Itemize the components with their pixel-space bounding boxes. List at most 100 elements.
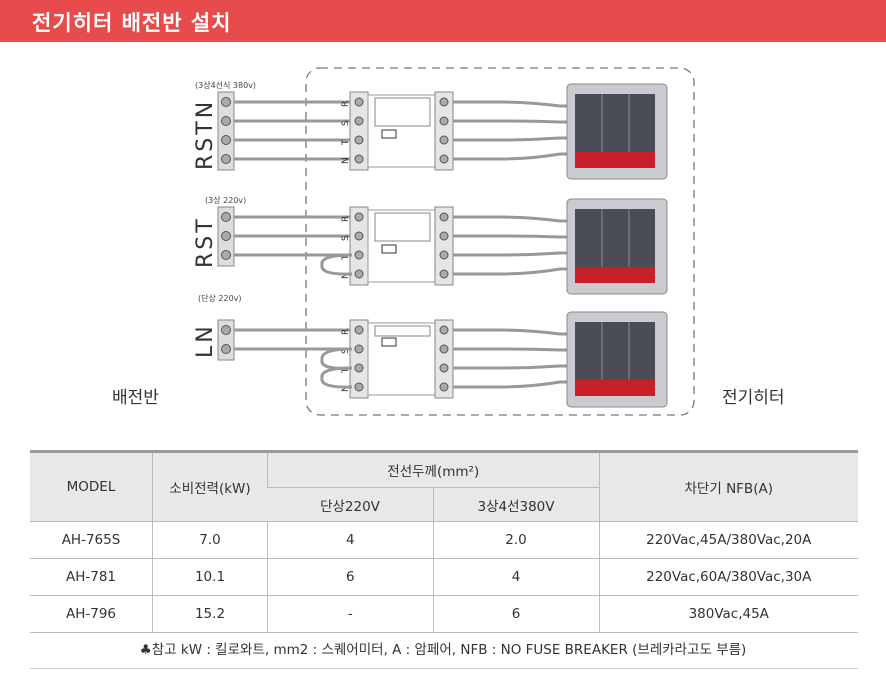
- heater-grille: [575, 94, 655, 152]
- header-nfb: 차단기 NFB(A): [598, 450, 858, 522]
- heater-wire: [453, 267, 572, 276]
- breaker-label-window: [374, 325, 431, 337]
- terminal-screw-icon: [221, 344, 231, 354]
- terminal-letter: S: [341, 120, 351, 126]
- terminal-screw-icon: [439, 344, 449, 354]
- terminal-screw-icon: [354, 344, 364, 354]
- table-row: AH-796 15.2 - 6 380Vac,45A: [30, 595, 858, 633]
- heater-wire: [453, 234, 572, 239]
- heater-wire: [453, 364, 572, 370]
- terminal-screw-icon: [221, 325, 231, 335]
- heater-red-base: [575, 152, 655, 168]
- heater-wire: [453, 152, 572, 161]
- cell-single: 6: [267, 558, 433, 596]
- jumper-wire: [320, 347, 353, 370]
- breaker-output-terminals: [434, 91, 454, 171]
- terminal-screw-icon: [439, 250, 449, 260]
- terminal-screw-icon: [354, 363, 364, 373]
- heater-grille: [575, 322, 655, 380]
- header-three: 3상4선380V: [432, 487, 599, 522]
- breaker-label-window: [374, 97, 431, 127]
- heater-wire: [453, 328, 572, 336]
- source-phase-letters: LN: [193, 323, 218, 358]
- heater-wire: [453, 251, 572, 257]
- cell-power: 7.0: [152, 521, 268, 559]
- breaker-label-window: [374, 212, 431, 242]
- terminal-screw-icon: [439, 154, 449, 164]
- terminal-letter: N: [341, 272, 351, 279]
- title-bar: 전기히터 배전반 설치: [0, 0, 886, 42]
- terminal-screw-icon: [354, 231, 364, 241]
- divider: [30, 668, 858, 669]
- header-single: 단상220V: [267, 487, 433, 522]
- jumper-wire: [320, 253, 353, 276]
- terminal-screw-icon: [439, 363, 449, 373]
- page-title: 전기히터 배전반 설치: [32, 11, 232, 35]
- cell-model: AH-796: [30, 595, 153, 633]
- terminal-screw-icon: [354, 250, 364, 260]
- terminal-screw-icon: [354, 212, 364, 222]
- heater-wire: [453, 347, 572, 352]
- heater-wire: [453, 136, 572, 142]
- cell-nfb: 380Vac,45A: [598, 595, 858, 633]
- panel-label: 배전반: [112, 388, 159, 408]
- terminal-letter: R: [341, 101, 351, 107]
- terminal-screw-icon: [221, 97, 231, 107]
- terminal-screw-icon: [439, 382, 449, 392]
- cell-three: 2.0: [432, 521, 599, 559]
- breaker-switch-icon: [381, 244, 397, 254]
- terminal-screw-icon: [221, 116, 231, 126]
- terminal-screw-icon: [221, 250, 231, 260]
- terminal-screw-icon: [439, 116, 449, 126]
- terminal-letter: S: [341, 348, 351, 354]
- source-phase-letters: RST: [193, 216, 218, 268]
- terminal-screw-icon: [354, 382, 364, 392]
- terminal-letter: S: [341, 235, 351, 241]
- header-power: 소비전력(kW): [152, 450, 268, 522]
- cell-single: 4: [267, 521, 433, 559]
- terminal-screw-icon: [354, 325, 364, 335]
- terminal-screw-icon: [354, 116, 364, 126]
- source-phase-letters: RSTN: [193, 99, 218, 170]
- terminal-screw-icon: [221, 154, 231, 164]
- source-voltage-note: (단상 220v): [198, 293, 242, 303]
- terminal-screw-icon: [354, 97, 364, 107]
- cell-power: 10.1: [152, 558, 268, 596]
- terminal-screw-icon: [439, 135, 449, 145]
- terminal-screw-icon: [439, 269, 449, 279]
- heater-label: 전기히터: [722, 388, 785, 408]
- spec-table: MODEL 소비전력(kW) 전선두께(mm²) 차단기 NFB(A) 단상22…: [30, 450, 858, 633]
- source-voltage-note: (3상 220v): [205, 195, 246, 205]
- terminal-letter: T: [341, 367, 351, 374]
- terminal-screw-icon: [439, 212, 449, 222]
- breaker-output-terminals: [434, 206, 454, 286]
- breaker-switch-icon: [381, 129, 397, 139]
- heater-grille: [575, 209, 655, 267]
- terminal-letter: R: [341, 216, 351, 222]
- cell-nfb: 220Vac,60A/380Vac,30A: [598, 558, 858, 596]
- cell-model: AH-781: [30, 558, 153, 596]
- heater-wire: [453, 215, 572, 223]
- terminal-screw-icon: [439, 97, 449, 107]
- source-voltage-note: (3상4선식 380v): [195, 80, 256, 90]
- footnote: ♣참고 kW : 킬로와트, mm2 : 스퀘어미터, A : 암페어, NFB…: [139, 642, 747, 658]
- terminal-letter: T: [341, 139, 351, 146]
- terminal-screw-icon: [354, 269, 364, 279]
- terminal-screw-icon: [221, 231, 231, 241]
- heater-red-base: [575, 380, 655, 396]
- terminal-letter: R: [341, 329, 351, 335]
- header-wire: 전선두께(mm²): [267, 450, 599, 488]
- terminal-screw-icon: [354, 135, 364, 145]
- heater-wire: [453, 380, 572, 389]
- cell-three: 6: [432, 595, 599, 633]
- terminal-screw-icon: [354, 154, 364, 164]
- cell-model: AH-765S: [30, 521, 153, 559]
- heater-zone-dashed-border: [305, 67, 695, 416]
- header-model: MODEL: [30, 450, 153, 522]
- heater-wire: [453, 119, 572, 124]
- cell-three: 4: [432, 558, 599, 596]
- heater-wire: [453, 100, 572, 108]
- cell-power: 15.2: [152, 595, 268, 633]
- cell-nfb: 220Vac,45A/380Vac,20A: [598, 521, 858, 559]
- terminal-letter: T: [341, 254, 351, 261]
